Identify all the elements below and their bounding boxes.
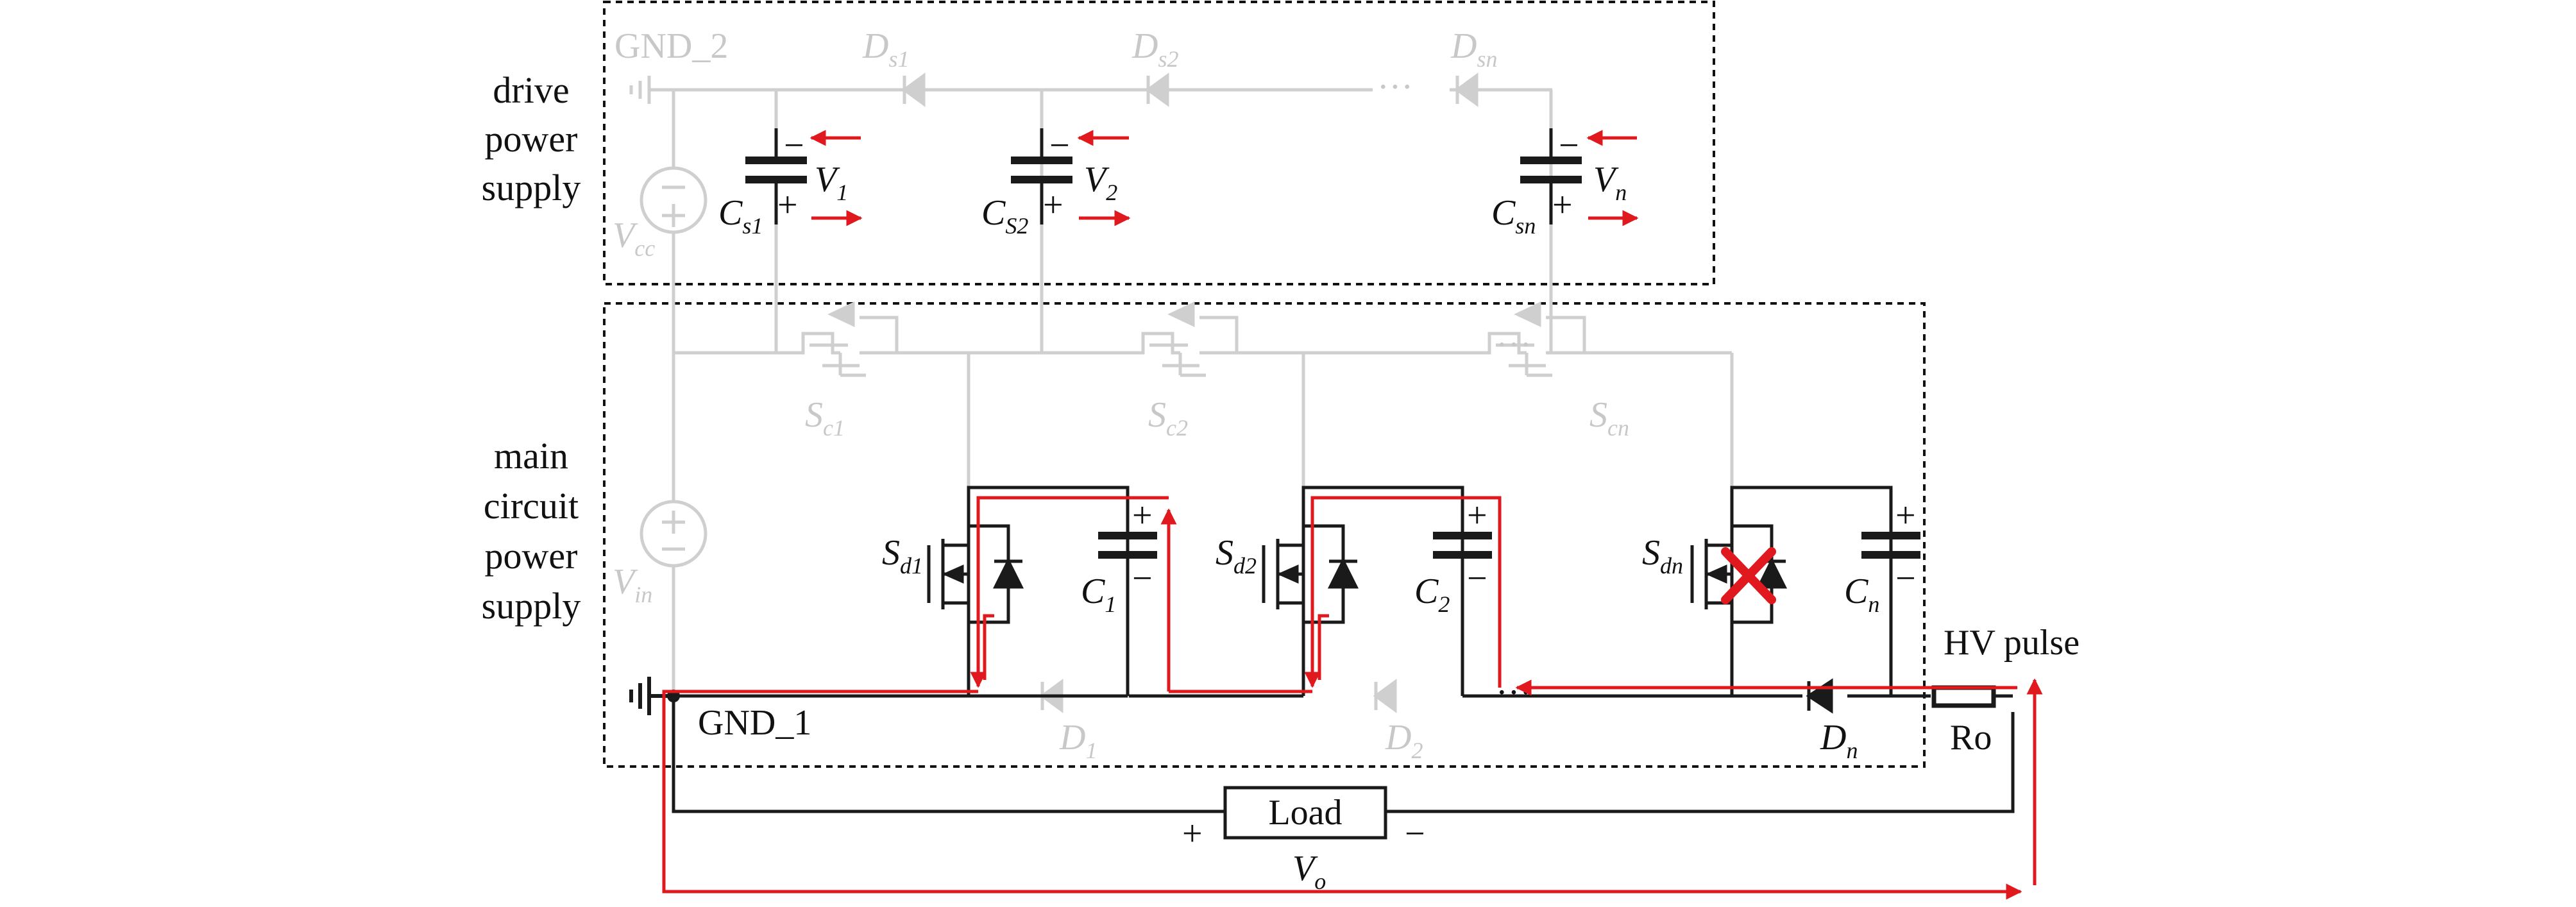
main-circuit-power-supply-box (603, 302, 1926, 768)
svg-text:−: − (1132, 559, 1153, 598)
fault-x-mark (1721, 547, 1776, 604)
svg-text:power: power (485, 535, 578, 577)
drive-power-supply-label: drive power supply (482, 69, 581, 208)
ds1-label: Ds1 (862, 26, 909, 72)
sd1-label: Sd1 (882, 533, 923, 579)
svg-text:−: − (784, 126, 804, 165)
svg-text:+: + (1467, 496, 1487, 536)
switch-sc1 (795, 301, 899, 377)
resistor-ro (1931, 685, 1996, 708)
main-diodes-inactive (969, 679, 1397, 713)
load-box (1223, 786, 1387, 840)
csn-label: Csn (1491, 193, 1536, 239)
vcc-source (640, 166, 708, 234)
d1-label: D1 (1059, 718, 1097, 763)
switch-sdn (1690, 524, 1788, 624)
capacitor-cs2 (1011, 128, 1072, 225)
svg-text:+: + (1132, 496, 1153, 536)
drive-diodes (901, 72, 1479, 107)
sc1-label: Sc1 (805, 395, 845, 441)
vcc-label: Vcc (613, 216, 655, 261)
ds2-label: Ds2 (1131, 26, 1178, 72)
svg-text:−: − (1467, 559, 1487, 598)
svg-text:+: + (1043, 185, 1063, 225)
vin-source (640, 500, 708, 568)
svg-text:+: + (777, 185, 798, 225)
drive-rail-ellipsis: ··· (1377, 67, 1413, 107)
switch-sc2 (1135, 301, 1239, 377)
svg-text:main: main (494, 435, 568, 477)
sc2-label: Sc2 (1148, 395, 1188, 441)
capacitor-csn (1520, 128, 1582, 225)
sd2-label: Sd2 (1216, 533, 1257, 579)
load-plus: + (1182, 814, 1203, 854)
ro-label: Ro (1950, 718, 1992, 758)
vo-label: Vo (1292, 849, 1326, 894)
svg-text:−: − (1559, 126, 1579, 165)
cn-label: Cn (1844, 572, 1879, 617)
svg-text:−: − (1895, 559, 1916, 598)
drive-voltage-arrows (809, 130, 1639, 226)
vin-label: Vin (613, 562, 652, 607)
svg-text:−: − (1049, 126, 1070, 165)
svg-text:supply: supply (482, 585, 581, 627)
vn-label: Vn (1593, 160, 1627, 205)
capacitor-c1 (1098, 487, 1157, 696)
current-path (662, 496, 2043, 900)
gnd1-label: GND_1 (698, 703, 811, 743)
cs2-label: CS2 (981, 193, 1028, 239)
d2-label: D2 (1385, 718, 1423, 763)
svg-text:+: + (1895, 496, 1916, 536)
svg-text:+: + (1552, 185, 1573, 225)
scn-label: Scn (1589, 395, 1629, 441)
load-minus: − (1405, 814, 1425, 854)
switch-sd2 (1262, 524, 1359, 624)
capacitor-c2 (1433, 487, 1492, 696)
svg-text:supply: supply (482, 167, 581, 208)
sdn-label: Sdn (1642, 533, 1683, 579)
v2-label: V2 (1084, 160, 1117, 205)
dn-label: Dn (1820, 718, 1858, 763)
switch-scn (1482, 301, 1586, 377)
c2-label: C2 (1414, 572, 1450, 617)
dsn-label: Dsn (1450, 26, 1497, 72)
v1-label: V1 (815, 160, 848, 205)
drive-power-supply-box (603, 1, 1715, 285)
capacitor-cn (1861, 487, 1920, 696)
main-circuit-power-supply-label: main circuit power supply (482, 435, 581, 627)
drive-circuit-wires (629, 76, 1732, 696)
capacitor-cs1 (745, 128, 807, 225)
mid-rail-ellipsis: ··· (1496, 325, 1532, 365)
c1-label: C1 (1081, 572, 1116, 617)
hv-pulse-label: HV pulse (1944, 623, 2080, 663)
gnd2-label: GND_2 (614, 26, 728, 66)
diode-dn (1806, 678, 1833, 714)
switch-sd1 (927, 524, 1024, 624)
svg-text:circuit: circuit (484, 485, 579, 527)
cs1-label: Cs1 (718, 193, 763, 239)
svg-text:power: power (485, 118, 578, 160)
svg-text:drive: drive (493, 69, 569, 111)
load-label: Load (1268, 793, 1342, 833)
